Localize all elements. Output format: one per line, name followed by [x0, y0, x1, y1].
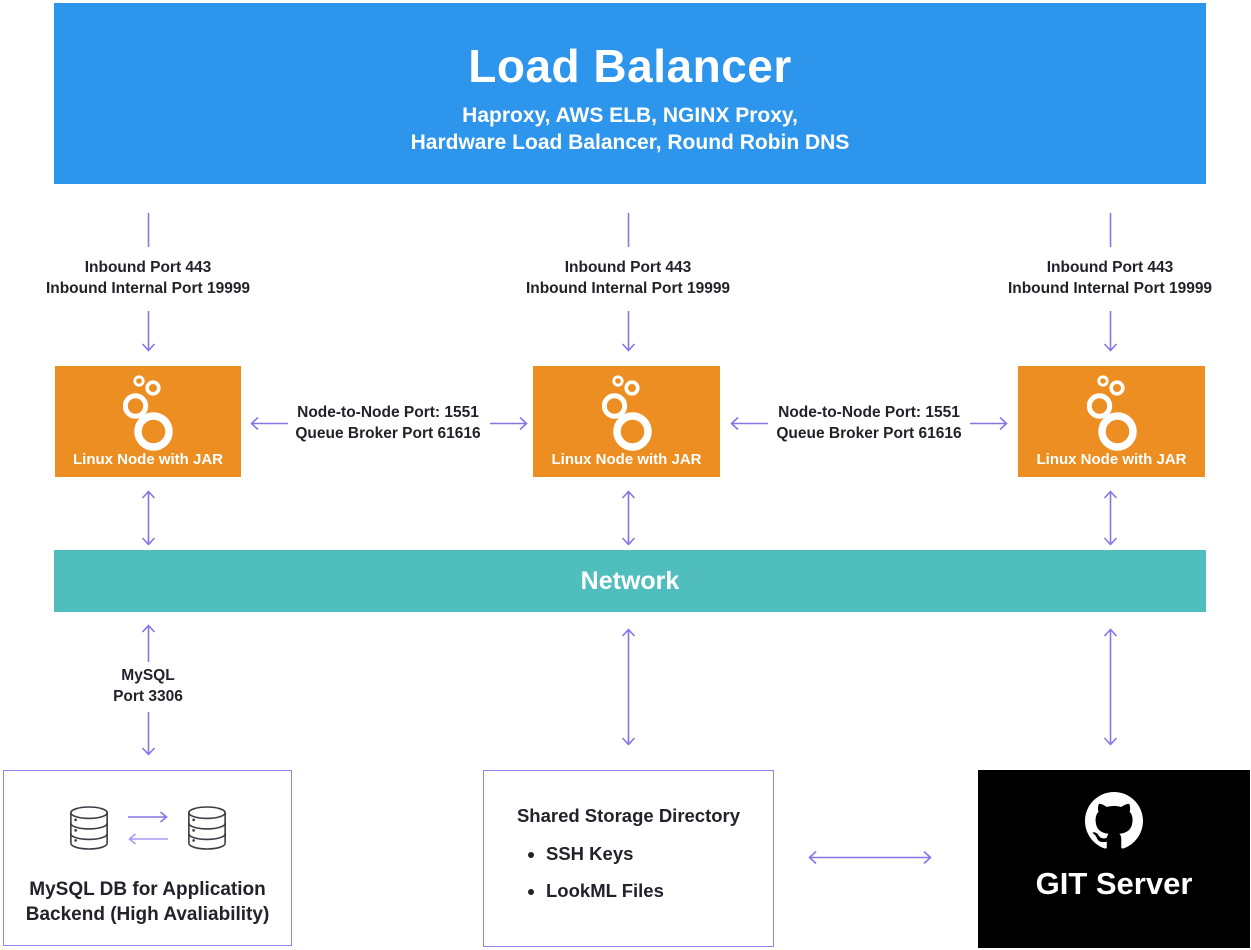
replication-arrows	[127, 811, 168, 845]
git-server-box: GIT Server	[978, 770, 1250, 948]
lb-line-right	[1109, 213, 1112, 247]
inbound-label-left: Inbound Port 443 Inbound Internal Port 1…	[8, 257, 288, 299]
mysql-db-box: MySQL DB for Application Backend (High A…	[3, 770, 292, 946]
node-link-line2: Queue Broker Port 61616	[776, 425, 962, 442]
looker-icon	[601, 375, 652, 451]
git-server-label: GIT Server	[1035, 866, 1193, 901]
linux-node-label: Linux Node with JAR	[551, 451, 702, 468]
lb-line-left	[147, 213, 150, 247]
storage-bullet-lookml-files: LookML Files	[546, 880, 773, 902]
shared-storage-title: Shared Storage Directory	[516, 805, 741, 826]
down-arrow-to-node-right	[1103, 311, 1118, 352]
mysql-db-caption: MySQL DB for Application Backend (High A…	[4, 877, 291, 927]
lb-line-center	[627, 213, 630, 247]
linux-node-box-3: Linux Node with JAR	[1018, 366, 1205, 477]
linux-node-label: Linux Node with JAR	[73, 451, 223, 468]
storage-git-arrow	[808, 850, 932, 865]
inbound-label-line1: Inbound Port 443	[1046, 259, 1174, 276]
mysql-link-line2: Port 3306	[113, 688, 183, 705]
linux-node-box-2: Linux Node with JAR	[533, 366, 720, 477]
up-arrow-to-network-mysql	[141, 624, 156, 662]
mysql-caption-line2: Backend (High Avaliability)	[25, 904, 270, 925]
replicate-right-arrow	[127, 811, 168, 823]
left-arrow-node1	[250, 416, 288, 431]
node-network-arrow-left	[141, 490, 156, 546]
right-arrow-node3	[970, 416, 1008, 431]
node-network-arrow-center	[621, 490, 636, 546]
down-arrow-to-node-left	[141, 311, 156, 352]
mysql-link-label: MySQL Port 3306	[68, 665, 228, 707]
github-icon	[1085, 792, 1143, 849]
inbound-label-right: Inbound Port 443 Inbound Internal Port 1…	[970, 257, 1250, 299]
load-balancer-title: Load Balancer	[468, 40, 792, 92]
mysql-link-line1: MySQL	[121, 667, 175, 684]
network-storage-arrow	[621, 628, 636, 746]
shared-storage-box: Shared Storage Directory SSH Keys LookML…	[483, 770, 774, 947]
node-link-line2: Queue Broker Port 61616	[295, 425, 481, 442]
network-bar: Network	[54, 550, 1206, 612]
network-label: Network	[580, 566, 680, 595]
linux-node-label: Linux Node with JAR	[1036, 451, 1187, 468]
shared-storage-list: SSH Keys LookML Files	[484, 843, 773, 902]
left-arrow-node2	[730, 416, 768, 431]
looker-icon	[1086, 375, 1137, 451]
storage-bullet-ssh-keys: SSH Keys	[546, 843, 773, 865]
down-arrow-to-mysql-box	[141, 712, 156, 756]
replicate-left-arrow	[127, 833, 168, 845]
load-balancer-box: Load Balancer Haproxy, AWS ELB, NGINX Pr…	[54, 3, 1206, 184]
node-link-label-2: Node-to-Node Port: 1551 Queue Broker Por…	[749, 402, 989, 444]
mysql-replication-row	[4, 804, 291, 852]
database-icon	[69, 806, 108, 850]
load-balancer-subtitle: Haproxy, AWS ELB, NGINX Proxy, Hardware …	[54, 102, 1206, 156]
inbound-label-line1: Inbound Port 443	[84, 259, 212, 276]
inbound-label-line2: Inbound Internal Port 19999	[45, 280, 251, 297]
node-link-label-1: Node-to-Node Port: 1551 Queue Broker Por…	[268, 402, 508, 444]
linux-node-box-1: Linux Node with JAR	[55, 366, 241, 477]
right-arrow-node2	[490, 416, 528, 431]
database-icon	[187, 806, 226, 850]
looker-icon	[123, 375, 173, 451]
inbound-label-line1: Inbound Port 443	[564, 259, 692, 276]
inbound-label-line2: Inbound Internal Port 19999	[525, 280, 731, 297]
inbound-label-line2: Inbound Internal Port 19999	[1007, 280, 1213, 297]
inbound-label-center: Inbound Port 443 Inbound Internal Port 1…	[488, 257, 768, 299]
node-network-arrow-right	[1103, 490, 1118, 546]
network-git-arrow	[1103, 628, 1118, 746]
mysql-caption-line1: MySQL DB for Application	[29, 879, 266, 900]
load-balancer-subtitle-line1: Haproxy, AWS ELB, NGINX Proxy,	[462, 104, 798, 127]
down-arrow-to-node-center	[621, 311, 636, 352]
node-link-line1: Node-to-Node Port: 1551	[297, 404, 479, 421]
node-link-line1: Node-to-Node Port: 1551	[778, 404, 960, 421]
load-balancer-subtitle-line2: Hardware Load Balancer, Round Robin DNS	[410, 131, 850, 154]
